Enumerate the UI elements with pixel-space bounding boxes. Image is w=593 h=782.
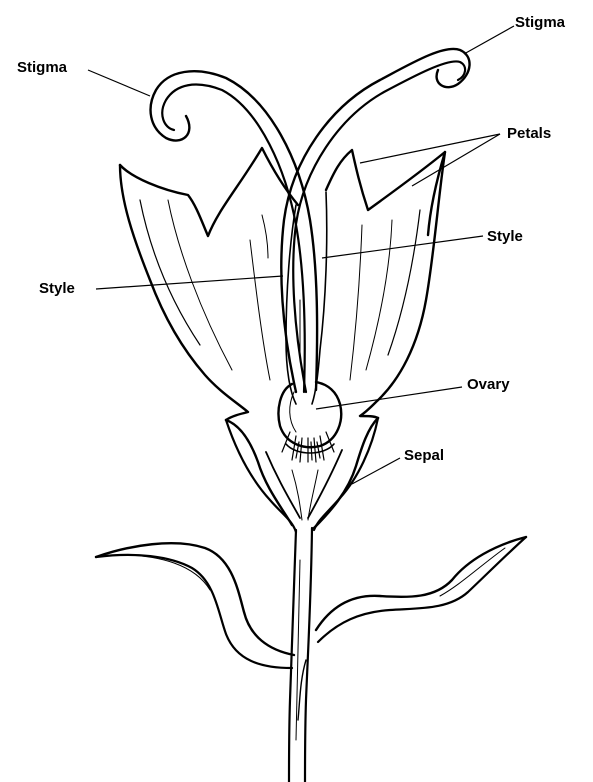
ovary [279, 382, 342, 462]
styles [151, 49, 470, 392]
leader-stigma-left [88, 70, 150, 96]
label-style-right: Style [487, 229, 523, 244]
label-sepal: Sepal [404, 448, 444, 463]
label-ovary: Ovary [467, 377, 510, 392]
label-stigma-left: Stigma [17, 60, 67, 75]
label-petals: Petals [507, 126, 551, 141]
leader-petals-1 [360, 134, 500, 163]
label-style-left: Style [39, 281, 75, 296]
left-leaf [96, 543, 294, 668]
label-stigma-right: Stigma [515, 15, 565, 30]
right-leaf [298, 537, 526, 720]
sepals [226, 418, 378, 532]
leader-stigma-right [464, 26, 514, 54]
leader-petals-2 [412, 134, 500, 186]
leader-style-right [322, 236, 483, 258]
